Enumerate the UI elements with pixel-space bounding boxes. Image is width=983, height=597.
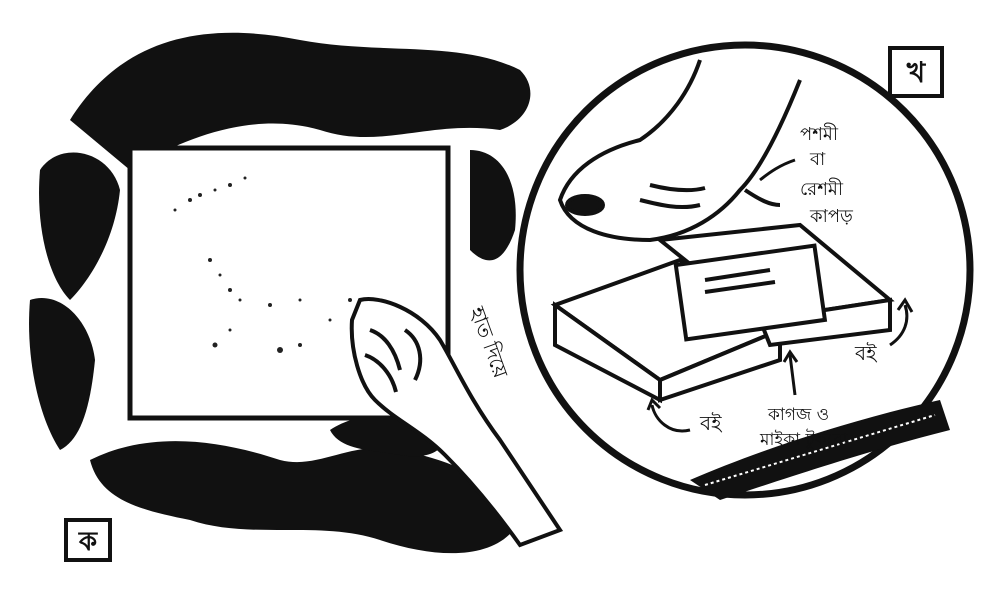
center-label-line-2: মাইকা টুকরো <box>759 429 849 450</box>
cloth-label-line-4: কাপড় <box>809 206 854 227</box>
panel-b-label: খ <box>906 56 927 89</box>
left-book-label: বই <box>699 411 723 435</box>
side-text: হাত দিয়ে <box>465 303 514 383</box>
right-book-label: বই <box>854 341 878 365</box>
panel-b: পশমী বা রেশমী কাপড় বই বই কাগজ ও মাইকা ট… <box>520 45 970 500</box>
panel-a: হাত দিয়ে ক <box>29 33 560 560</box>
cloth-label-line-2: বা <box>809 149 826 170</box>
center-label-line-1: কাগজ ও <box>767 405 829 425</box>
panel-a-label: ক <box>78 527 98 557</box>
cloth-label-line-3: রেশমী <box>800 178 844 200</box>
cloth-label-line-1: পশমী <box>800 123 839 145</box>
